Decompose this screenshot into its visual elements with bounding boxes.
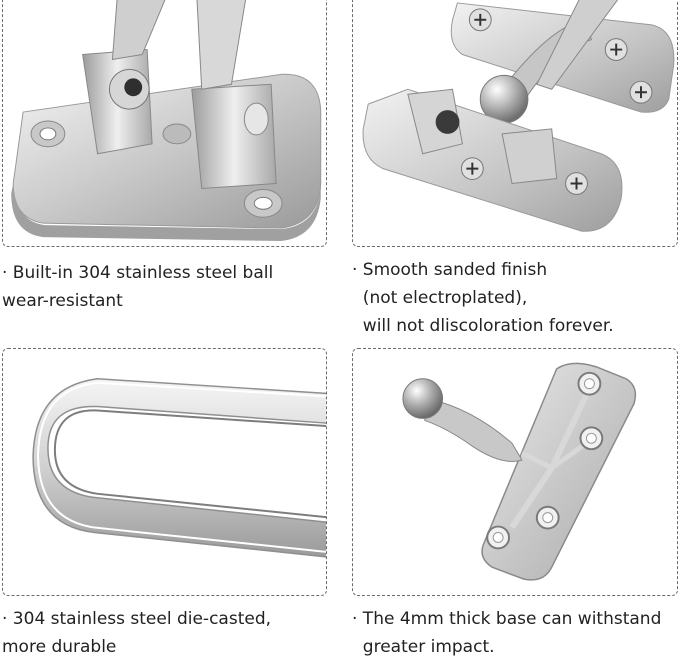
product-image-base-plate: [352, 348, 678, 596]
feature-caption-ball: · Built-in 304 stainless steel ball wear…: [2, 259, 273, 315]
latch-arm-loop-photo: [32, 378, 326, 558]
caption-line: wear-resistant: [2, 291, 123, 311]
caption-line: · 304 stainless steel die-casted,: [2, 609, 272, 629]
product-image-latch-arm: [2, 348, 327, 596]
caption-line: (not electroplated),: [352, 288, 528, 308]
caption-line: · Built-in 304 stainless steel ball: [2, 263, 274, 283]
latch-base-plate-photo: [402, 362, 637, 581]
latch-hinge-closeup-photo: [11, 0, 322, 242]
feature-caption-die-cast: · 304 stainless steel die-casted, more d…: [2, 605, 271, 661]
feature-caption-finish: · Smooth sanded finish (not electroplate…: [352, 256, 614, 340]
caption-line: will not dliscoloration forever.: [352, 316, 614, 336]
caption-line: greater impact.: [352, 637, 495, 657]
caption-line: · Smooth sanded finish: [352, 260, 548, 280]
feature-caption-base: · The 4mm thick base can withstand great…: [352, 605, 661, 661]
caption-line: · The 4mm thick base can withstand: [352, 609, 662, 629]
caption-line: more durable: [2, 637, 117, 657]
latch-assembly-with-ball-photo: [362, 0, 675, 232]
product-image-hinge-closeup: [2, 0, 327, 247]
product-image-latch-assembly: [352, 0, 678, 247]
